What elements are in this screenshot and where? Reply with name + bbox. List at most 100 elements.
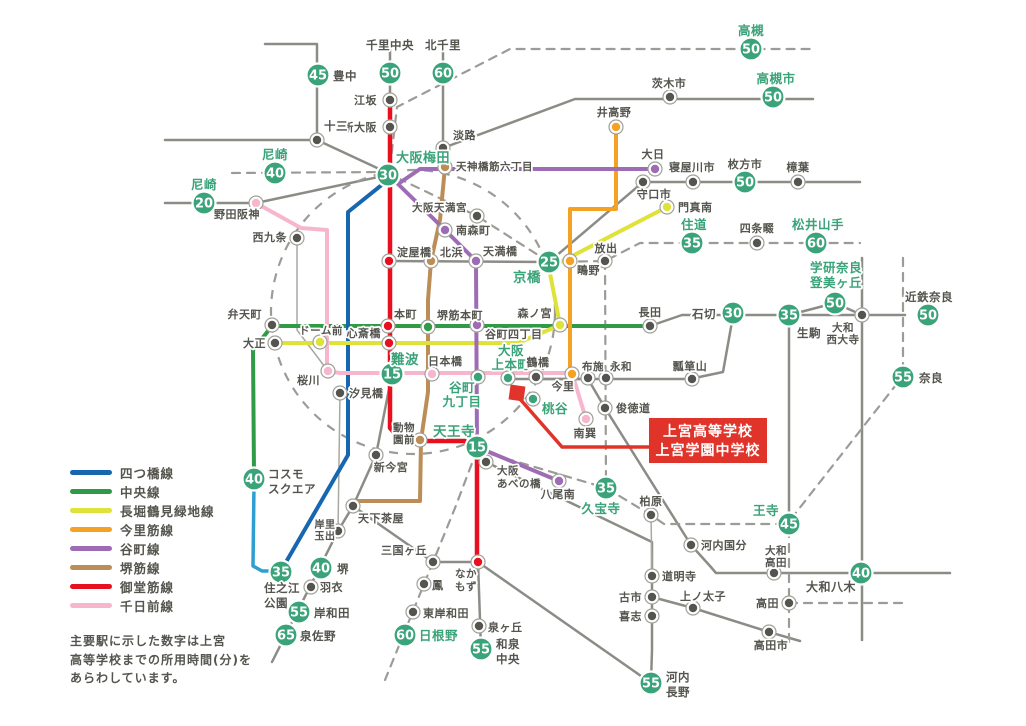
time-badge-circle (268, 559, 294, 585)
station-dot-core (647, 611, 657, 621)
station-marker (345, 498, 361, 514)
legend-item-label: 千日前線 (120, 599, 175, 614)
station-dot-core (665, 92, 675, 102)
line-color-swatch (70, 527, 112, 532)
station-label: 京橋 (513, 269, 541, 286)
time-badge-circle (273, 622, 299, 648)
station-dot-core (688, 177, 698, 187)
legend-item-label: 御堂筋線 (120, 580, 175, 595)
station-dot-core (323, 366, 333, 376)
time-badge-circle (760, 84, 786, 110)
time-badge-circle (262, 160, 288, 186)
station-time-badge: 50 (760, 84, 786, 110)
station-dot-core (348, 501, 358, 511)
station-dot-core (793, 177, 803, 187)
station-dot-core (419, 579, 429, 589)
time-note: 主要駅に示した数字は上宮 高等学校までの所用時間(分)を あらわしています。 (70, 634, 252, 685)
station-dot-core (646, 510, 656, 520)
station-marker (248, 195, 264, 211)
time-badge-value: 55 (472, 643, 490, 658)
legend-item: 中央線 (70, 485, 215, 500)
station-dot-core (408, 607, 418, 617)
station-label: 大阪天満宮 (412, 201, 467, 214)
station-marker (330, 523, 346, 539)
station-marker (766, 565, 782, 581)
time-badge-value: 40 (852, 567, 870, 582)
station-time-badge: 55 (468, 636, 494, 662)
station-marker (469, 317, 485, 333)
time-badge-value: 40 (266, 167, 284, 182)
station-time-badge: 30 (720, 300, 746, 326)
rail-line-JR東西線 (383, 170, 551, 264)
rail-line-阪急梅田連絡 (315, 138, 390, 175)
station-marker (685, 174, 701, 190)
time-badge-value: 50 (742, 43, 760, 58)
station-label: 東岸和田 (423, 606, 469, 620)
station-dot-core (645, 321, 655, 331)
time-badge-value: 60 (434, 67, 452, 82)
legend-item-label: 中央線 (120, 485, 161, 500)
station-marker (761, 624, 777, 640)
station-marker (635, 174, 651, 190)
time-badge-circle (738, 36, 764, 62)
station-dot-core (267, 320, 277, 330)
station-label: 大和高田 (765, 544, 787, 569)
time-badge-value: 15 (468, 441, 486, 456)
station-dot-core (415, 435, 425, 445)
time-badge-circle (848, 560, 874, 586)
station-dot-core (251, 198, 261, 208)
time-badge-circle (776, 302, 802, 328)
line-color-swatch (70, 470, 112, 475)
rail-line-阪急京都線 (441, 97, 815, 150)
station-marker (381, 253, 397, 269)
station-label: 高槻 (738, 23, 764, 38)
time-badge-circle (720, 300, 746, 326)
station-dot-core (384, 256, 394, 266)
station-marker (580, 370, 596, 386)
rail-line-近鉄けいはんな線 (648, 313, 907, 328)
station-time-badge: 40 (848, 560, 874, 586)
layer-station-labels: 千里中央北千里豊中江坂新大阪十三淡路大阪梅田天神橋筋六丁目茨木市高槻市高槻尼崎尼… (189, 21, 954, 701)
station-label: 羽衣 (320, 580, 343, 594)
rail-line-ニュートラム (251, 482, 280, 573)
station-dot-core (764, 627, 774, 637)
station-label: 生駒 (797, 326, 821, 340)
station-time-badge: 50 (822, 290, 848, 316)
time-badge-circle (679, 230, 705, 256)
legend-item-label: 長堀鶴見緑地線 (120, 504, 215, 519)
time-badge-circle (732, 169, 758, 195)
line-color-swatch (70, 489, 112, 494)
station-label: 大正 (243, 336, 266, 350)
station-label: 寝屋川市 (669, 160, 715, 174)
station-marker (470, 554, 486, 570)
station-time-badge: 35 (268, 559, 294, 585)
time-badge-value: 15 (383, 368, 401, 383)
rail-line-堺筋線 (351, 165, 447, 509)
school-name-line: 上宮学園中学校 (656, 442, 761, 459)
station-time-badge: 40 (241, 466, 267, 492)
station-dot-core (472, 320, 482, 330)
time-badge-value: 30 (724, 307, 742, 322)
station-dot-core (385, 95, 395, 105)
station-marker (289, 230, 305, 246)
station-marker (435, 140, 451, 156)
station-time-badge: 65 (273, 622, 299, 648)
station-label: 本町 (394, 307, 417, 321)
station-label: 四条畷 (740, 221, 775, 235)
station-marker (608, 119, 624, 135)
station-label: 堺筋本町 (437, 308, 483, 322)
school-connector-line (518, 397, 649, 449)
station-time-badge: 55 (286, 599, 312, 625)
station-dot-core (611, 122, 621, 132)
station-marker (644, 589, 660, 605)
station-dot-core (600, 403, 610, 413)
time-badge-value: 55 (642, 677, 660, 692)
station-dot-core (473, 557, 483, 567)
station-label: 弁天町 (228, 307, 263, 321)
rail-line-阪神なんば線 (296, 237, 329, 372)
station-label: 上ノ太子 (680, 589, 726, 603)
station-marker (598, 370, 614, 386)
station-marker (644, 568, 660, 584)
station-dot-core (752, 238, 762, 248)
